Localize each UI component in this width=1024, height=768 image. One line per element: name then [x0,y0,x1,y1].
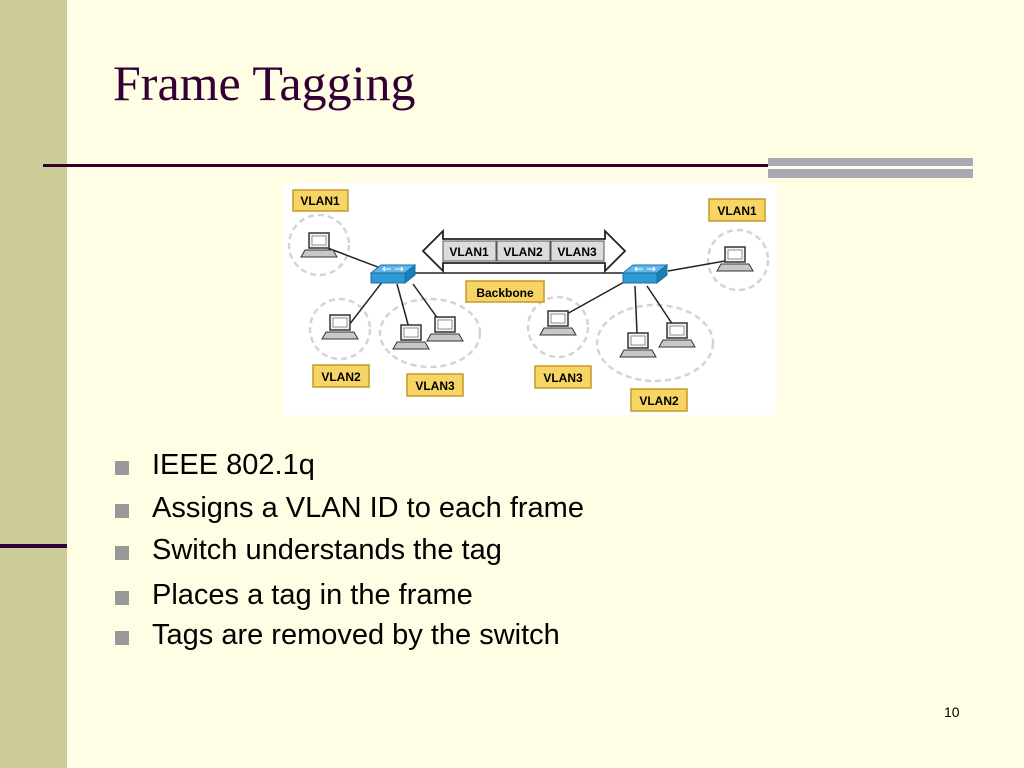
left-accent-line [0,544,67,548]
bullet-item: IEEE 802.1q [115,451,584,480]
title-divider [43,164,773,167]
bullet-square-icon [115,631,129,645]
computer-icon [619,332,657,358]
vlan-label-top-right: VLAN1 [717,204,757,218]
vlan-label-bottom-left-2: VLAN3 [415,379,455,393]
bullet-text: Tags are removed by the switch [152,619,560,651]
bullet-square-icon [115,504,129,518]
computer-icon [321,314,359,340]
vlan-label-bottom-left-1: VLAN2 [321,370,361,384]
left-decor-band [0,0,67,768]
computer-icon [539,310,577,336]
vlan-label-bottom-mid: VLAN3 [543,371,583,385]
bullet-square-icon [115,461,129,475]
computer-icon [300,232,338,258]
page-number: 10 [944,704,960,720]
bullet-text: IEEE 802.1q [152,449,315,481]
bullet-square-icon [115,591,129,605]
bullet-square-icon [115,546,129,560]
diagram-svg: VLAN1 VLAN2 VLAN3 VLAN1 VLAN1 VLAN2 VLAN [287,189,770,412]
left-switch-icon [370,264,416,284]
trunk-tag-3: VLAN3 [557,245,597,259]
right-decor-bar [768,158,973,178]
trunk-tag-1: VLAN1 [449,245,489,259]
right-switch-icon [622,264,668,284]
bullet-item: Places a tag in the frame [115,581,584,610]
vlan-label-bottom-right: VLAN2 [639,394,679,408]
computer-icon [426,316,464,342]
bullet-item: Assigns a VLAN ID to each frame [115,494,584,523]
vlan-label-top-left: VLAN1 [300,194,340,208]
vlan-network-diagram: VLAN1 VLAN2 VLAN3 VLAN1 VLAN1 VLAN2 VLAN [283,183,777,415]
slide-title: Frame Tagging [113,55,416,111]
vlan-group-circles [287,213,770,383]
bullet-list: IEEE 802.1q Assigns a VLAN ID to each fr… [115,445,584,650]
bullet-text: Places a tag in the frame [152,579,473,611]
trunk-arrow: VLAN1 VLAN2 VLAN3 [421,228,627,274]
backbone-label: Backbone [476,286,534,300]
bullet-item: Switch understands the tag [115,536,584,565]
bullet-text: Switch understands the tag [152,534,502,566]
computer-icon [716,246,754,272]
computer-icon [392,324,430,350]
bullet-item: Tags are removed by the switch [115,621,584,650]
bullet-text: Assigns a VLAN ID to each frame [152,492,584,524]
computer-icon [658,322,696,348]
network-links [324,246,726,334]
trunk-tag-2: VLAN2 [503,245,543,259]
vlan-labels [292,189,766,412]
